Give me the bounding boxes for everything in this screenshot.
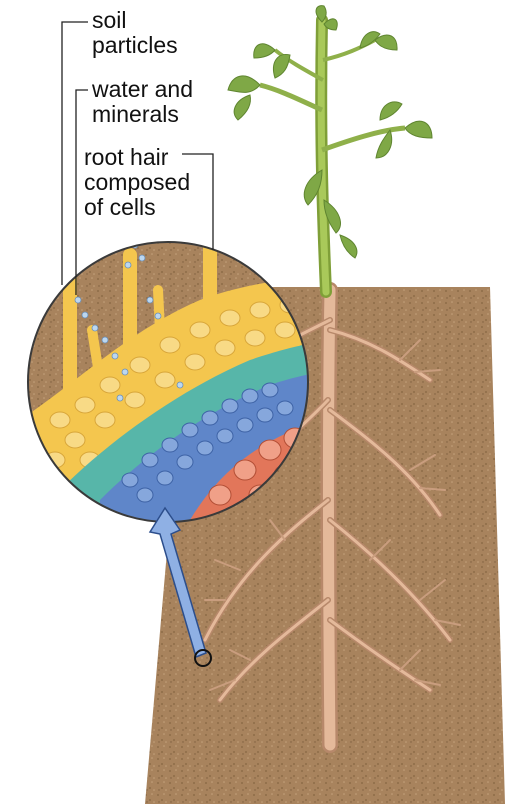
label-soil-particles: soil particles (92, 8, 178, 58)
plant-shoot (228, 6, 432, 292)
label-water-and-minerals: water and minerals (92, 77, 193, 127)
label-root-hair: root hair composed of cells (84, 145, 190, 220)
